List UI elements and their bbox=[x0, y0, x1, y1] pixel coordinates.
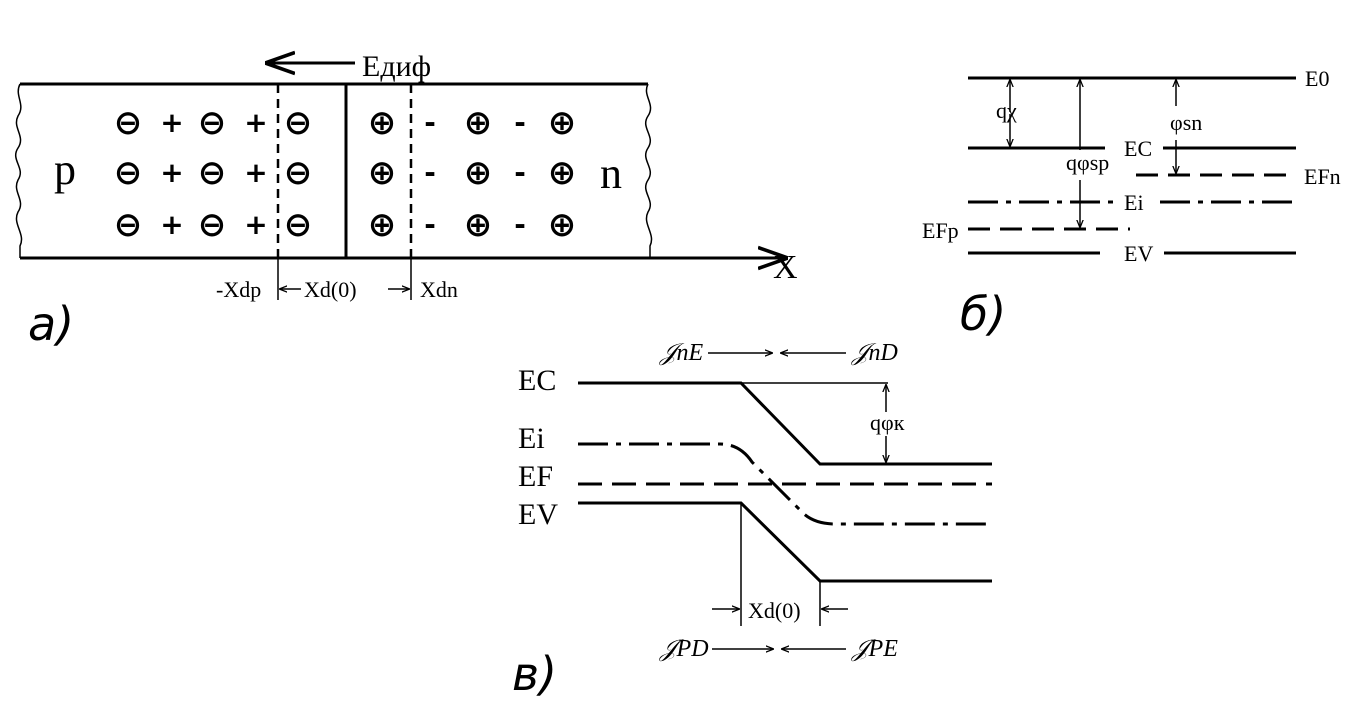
hole-charge: + bbox=[160, 156, 183, 189]
right-cut-edge bbox=[645, 83, 653, 258]
hole-charge: + bbox=[244, 208, 267, 241]
acceptor-ion: ⊖ bbox=[198, 103, 227, 143]
ei-label: Ei bbox=[1124, 190, 1144, 215]
xdn-label: Xdn bbox=[420, 277, 458, 302]
j-pd-label: 𝒥PD bbox=[659, 636, 709, 662]
panel-b-label: б) bbox=[960, 287, 1006, 341]
ion-rows: ⊖+⊖+⊖⊕-⊕-⊕⊖+⊖+⊖⊕-⊕-⊕⊖+⊖+⊖⊕-⊕-⊕ bbox=[114, 103, 577, 245]
hole-charge: + bbox=[244, 106, 267, 139]
minus-xdp-label: -Xdp bbox=[216, 277, 261, 302]
electron-charge: - bbox=[514, 156, 526, 189]
donor-ion: ⊕ bbox=[464, 103, 493, 143]
donor-ion: ⊕ bbox=[548, 205, 577, 245]
ev-band bbox=[578, 501, 992, 583]
electron-charge: - bbox=[424, 106, 436, 139]
ei-label: Ei bbox=[518, 422, 545, 455]
ec-band bbox=[578, 381, 992, 466]
donor-ion: ⊕ bbox=[368, 205, 397, 245]
electron-charge: - bbox=[514, 208, 526, 241]
donor-ion: ⊕ bbox=[464, 153, 493, 193]
acceptor-ion: ⊖ bbox=[284, 153, 313, 193]
hole-charge: + bbox=[160, 208, 183, 241]
electron-charge: - bbox=[424, 156, 436, 189]
j-ne-label: 𝒥nE bbox=[659, 340, 704, 366]
panel-c: 𝒥nE 𝒥nD EC qφк Ei EF EV Xd(0) 𝒥PD 𝒥PE bbox=[512, 340, 992, 701]
j-nd-label: 𝒥nD bbox=[851, 340, 898, 366]
j-pe-label: 𝒥PE bbox=[851, 636, 898, 662]
acceptor-ion: ⊖ bbox=[114, 153, 143, 193]
donor-ion: ⊕ bbox=[548, 103, 577, 143]
panel-a-label: а) bbox=[28, 297, 74, 351]
acceptor-ion: ⊖ bbox=[284, 205, 313, 245]
donor-ion: ⊕ bbox=[548, 153, 577, 193]
q-chi-label: qχ bbox=[996, 98, 1017, 123]
hole-charge: + bbox=[244, 156, 267, 189]
donor-ion: ⊕ bbox=[368, 153, 397, 193]
acceptor-ion: ⊖ bbox=[198, 205, 227, 245]
n-region-label: n bbox=[600, 149, 622, 198]
donor-ion: ⊕ bbox=[464, 205, 493, 245]
q-phi-k-label: qφк bbox=[870, 410, 905, 435]
ev-label: EV bbox=[518, 498, 558, 531]
donor-ion: ⊕ bbox=[368, 103, 397, 143]
efn-label: EFn bbox=[1304, 164, 1341, 189]
electron-charge: - bbox=[514, 106, 526, 139]
panel-a: Eдиф X p n ⊖+⊖+⊖⊕-⊕-⊕⊖+⊖+⊖⊕-⊕-⊕⊖+⊖+⊖⊕-⊕-… bbox=[15, 50, 798, 351]
acceptor-ion: ⊖ bbox=[198, 153, 227, 193]
q-phi-sp-label: qφsp bbox=[1066, 150, 1109, 175]
hole-charge: + bbox=[160, 106, 183, 139]
ec-label: EC bbox=[1124, 136, 1152, 161]
phi-sn-label: φsn bbox=[1170, 110, 1202, 135]
left-cut-edge bbox=[15, 83, 23, 258]
panel-b: E0 EC EFn Ei EFp EV qχ qφsp φsn б) bbox=[922, 66, 1341, 341]
ev-label: EV bbox=[1124, 241, 1153, 266]
x-axis-label: X bbox=[773, 249, 798, 286]
p-region-label: p bbox=[54, 145, 76, 194]
electron-charge: - bbox=[424, 208, 436, 241]
ei-band bbox=[578, 442, 992, 526]
efp-label: EFp bbox=[922, 218, 959, 243]
panel-c-label: в) bbox=[512, 647, 557, 701]
xd0-label: Xd(0) bbox=[748, 598, 801, 623]
ec-label: EC bbox=[518, 364, 556, 397]
field-label: Eдиф bbox=[362, 50, 431, 83]
ef-label: EF bbox=[518, 460, 553, 493]
xd0-label: Xd(0) bbox=[304, 277, 357, 302]
acceptor-ion: ⊖ bbox=[284, 103, 313, 143]
e0-label: E0 bbox=[1305, 66, 1329, 91]
acceptor-ion: ⊖ bbox=[114, 103, 143, 143]
acceptor-ion: ⊖ bbox=[114, 205, 143, 245]
